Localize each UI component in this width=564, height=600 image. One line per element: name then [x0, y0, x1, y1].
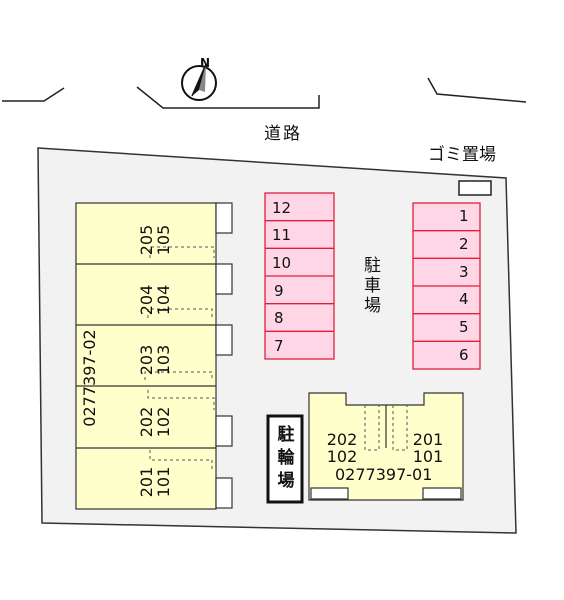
unit-upper-201: 201 — [137, 466, 156, 498]
compass-north-label: N — [200, 56, 211, 70]
road-label: 道路 — [264, 124, 302, 144]
building-b — [308, 392, 464, 501]
building-a-unit-202-102: 202 102 — [137, 404, 174, 440]
unit-lower-102: 102 — [154, 406, 173, 438]
unit-lower-103: 103 — [154, 344, 173, 376]
parking-slot-4: 4 — [459, 290, 469, 308]
unit-upper-202: 202 — [137, 406, 156, 438]
building-a-unit-205-105: 205 105 — [137, 222, 174, 258]
unit-lower-102: 102 — [326, 447, 358, 466]
unit-lower-104: 104 — [154, 284, 173, 316]
unit-upper-205: 205 — [137, 224, 156, 256]
bicycle-parking-box — [266, 414, 304, 504]
building-a — [75, 202, 233, 510]
unit-upper-201: 201 — [412, 430, 444, 449]
parking-left-column — [264, 192, 335, 360]
garbage-box — [458, 180, 492, 196]
unit-lower-101: 101 — [412, 447, 444, 466]
building-b-unit-202-102: 202 102 — [320, 431, 364, 465]
parking-slot-9: 9 — [274, 282, 284, 300]
building-b-id: 0277397-01 — [335, 465, 433, 484]
parking-slot-1: 1 — [459, 207, 469, 225]
parking-slot-3: 3 — [459, 263, 469, 281]
parking-slot-5: 5 — [459, 318, 469, 336]
parking-slot-2: 2 — [459, 235, 469, 253]
unit-lower-101: 101 — [154, 466, 173, 498]
garbage-label: ゴミ置場 — [428, 145, 496, 165]
compass-icon — [181, 63, 217, 101]
parking-slot-7: 7 — [274, 337, 284, 355]
building-b-unit-201-101: 201 101 — [406, 431, 450, 465]
parking-slot-10: 10 — [272, 254, 292, 272]
parking-slot-8: 8 — [274, 309, 284, 327]
parking-right-column — [412, 202, 481, 370]
building-a-unit-201-101: 201 101 — [137, 464, 174, 500]
building-a-unit-204-104: 204 104 — [137, 282, 174, 318]
parking-slot-6: 6 — [459, 346, 469, 364]
bicycle-parking-label: 駐 輪 場 — [277, 425, 295, 491]
parking-slot-12: 12 — [272, 199, 292, 217]
unit-upper-202: 202 — [326, 430, 358, 449]
building-a-unit-203-103: 203 103 — [137, 342, 174, 378]
unit-upper-203: 203 — [137, 344, 156, 376]
building-a-id: 0277397-02 — [80, 329, 99, 427]
road-edges — [2, 77, 527, 109]
parking-slot-11: 11 — [272, 226, 292, 244]
parking-area-label: 駐 車 場 — [364, 256, 384, 316]
unit-upper-204: 204 — [137, 284, 156, 316]
unit-lower-105: 105 — [154, 224, 173, 256]
